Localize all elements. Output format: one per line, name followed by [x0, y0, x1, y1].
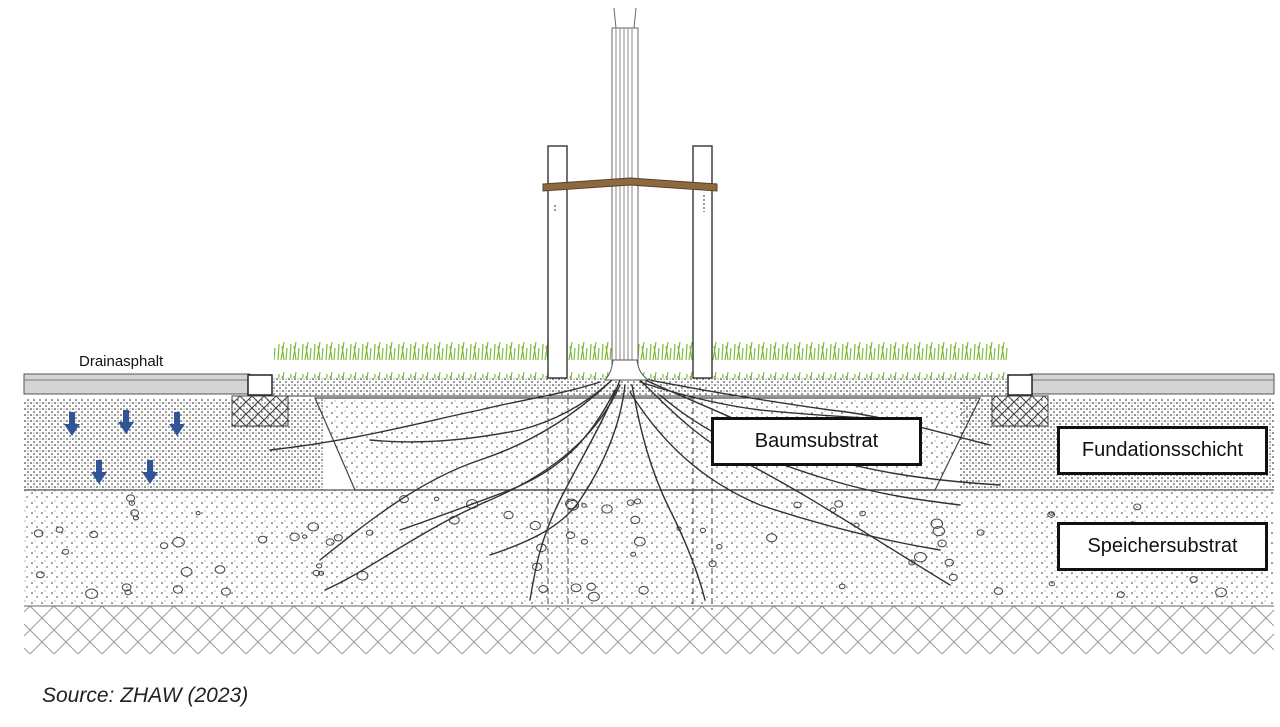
pebble	[626, 499, 635, 506]
pebble	[581, 503, 587, 508]
pebble	[580, 538, 589, 545]
pebble	[433, 496, 440, 502]
pebble	[914, 552, 927, 563]
pebble	[1116, 591, 1125, 598]
pebble	[630, 515, 641, 525]
pebble	[834, 500, 844, 508]
pebble	[565, 531, 576, 540]
pebble	[124, 589, 132, 596]
pebble	[172, 537, 185, 548]
pebble	[716, 544, 723, 550]
pebble	[838, 583, 846, 590]
pebble	[699, 527, 707, 534]
pebble	[195, 510, 201, 516]
pebble	[257, 535, 268, 544]
pebble	[289, 532, 300, 542]
speichersubstrat-label: Speichersubstrat	[1057, 522, 1268, 571]
trunk-base-flare	[603, 359, 650, 381]
pebble	[1133, 503, 1142, 511]
pebble	[333, 534, 343, 542]
down-arrow-icon	[169, 412, 185, 436]
tree-tie-strap	[542, 177, 718, 192]
pebble	[587, 591, 600, 602]
tree-stake-right	[692, 145, 713, 379]
tree-stake-left	[547, 145, 568, 379]
pebble	[793, 501, 802, 509]
pebble	[1189, 576, 1198, 583]
pebble	[89, 530, 98, 539]
pebble	[121, 583, 132, 592]
pebble	[307, 522, 319, 532]
pebble	[128, 500, 136, 506]
pebble	[365, 529, 374, 536]
tree-trunk	[611, 7, 639, 381]
pebble	[529, 521, 541, 531]
source-caption: Source: ZHAW (2023)	[42, 684, 249, 707]
pebble	[1048, 581, 1055, 587]
subsoil-layer	[24, 606, 1274, 654]
drainasphalt-surface-left	[23, 373, 251, 395]
pebble	[132, 515, 139, 521]
pebble	[601, 504, 613, 514]
pebble	[944, 558, 954, 567]
down-arrow-icon	[91, 460, 107, 484]
pebble	[932, 526, 945, 537]
pebble	[708, 560, 717, 568]
curb-stone-left	[247, 374, 273, 396]
pebble	[356, 570, 369, 581]
pebble	[318, 570, 325, 576]
pebble	[634, 498, 642, 505]
pebble	[976, 529, 985, 536]
pebble	[948, 573, 958, 582]
curb-foundation-right	[991, 395, 1049, 427]
pebble	[993, 587, 1004, 595]
pebble	[586, 582, 597, 591]
pebbles	[33, 494, 1254, 602]
down-arrow-icon	[118, 410, 134, 434]
pebble	[33, 529, 44, 538]
pebble	[937, 539, 947, 548]
pebble	[538, 585, 548, 593]
pebble	[570, 583, 582, 593]
fundationsschicht-label: Fundationsschicht	[1057, 426, 1268, 475]
pebble	[62, 548, 70, 555]
pebble	[325, 538, 335, 546]
pebble	[503, 510, 514, 520]
pebble	[180, 567, 193, 577]
down-arrow-icon	[64, 412, 80, 436]
pebble	[55, 526, 64, 533]
pebble	[908, 559, 916, 566]
pebble	[638, 586, 649, 595]
pebble	[220, 587, 231, 596]
pebble	[85, 588, 98, 599]
pebble	[536, 543, 547, 553]
pebble	[633, 536, 646, 547]
pebble	[159, 542, 169, 550]
pebble	[302, 534, 308, 539]
pebble	[930, 518, 944, 529]
water-infiltration-arrows	[64, 410, 185, 484]
topsoil-strip	[272, 378, 1008, 396]
pebble	[214, 565, 226, 574]
pebble	[172, 585, 183, 594]
pebble	[36, 571, 45, 579]
pebble	[1215, 587, 1227, 598]
pebble	[399, 495, 409, 504]
drainasphalt-label: Drainasphalt	[79, 353, 164, 370]
pebble	[312, 569, 321, 577]
pebble	[630, 551, 637, 557]
pebble	[316, 563, 323, 569]
pebble	[766, 533, 778, 543]
pebble	[1047, 511, 1056, 518]
down-arrow-icon	[142, 460, 158, 484]
pebble	[859, 510, 866, 517]
baumsubstrat-label: Baumsubstrat	[711, 417, 922, 466]
curb-foundation-left	[231, 395, 289, 427]
curb-stone-right	[1007, 374, 1033, 396]
drainasphalt-surface-right	[1029, 373, 1275, 395]
